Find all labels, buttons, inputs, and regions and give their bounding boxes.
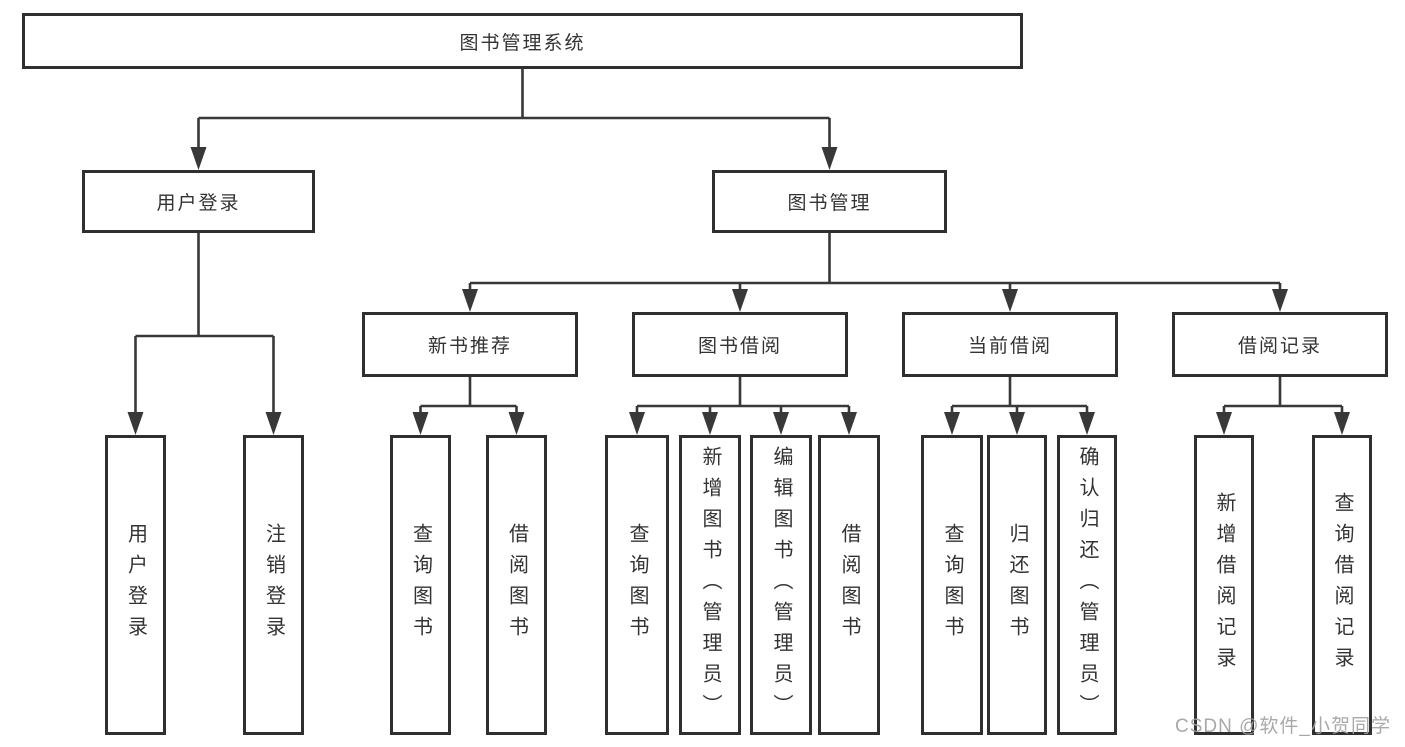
node-label: 新书推荐 — [427, 336, 512, 357]
leaf-borrowing-query-books: 查询图书 — [605, 435, 669, 735]
leaf-user-login: 用户登录 — [105, 435, 166, 735]
arrowhead-icon — [1272, 289, 1288, 312]
leaf-label: 注销登录 — [262, 523, 285, 647]
node-book-management-module: 图书管理 — [712, 170, 947, 233]
arrowhead-icon — [462, 289, 478, 312]
arrowhead-icon — [265, 412, 282, 435]
node-label: 借阅记录 — [1237, 336, 1322, 357]
node-book-borrowing: 图书借阅 — [632, 312, 848, 377]
node-borrow-records: 借阅记录 — [1172, 312, 1388, 377]
arrowhead-icon — [773, 412, 789, 435]
arrowhead-icon — [1002, 289, 1018, 312]
connector-arrowheads — [127, 147, 1350, 435]
leaf-label: 新增借阅记录 — [1213, 492, 1235, 678]
arrowhead-icon — [1334, 412, 1350, 435]
arrowhead-icon — [1079, 412, 1095, 435]
node-library-management-system: 图书管理系统 — [22, 13, 1023, 69]
leaf-return-books: 归还图书 — [987, 435, 1047, 735]
leaf-label: 新增图书（管理员） — [699, 445, 721, 725]
arrowhead-icon — [732, 289, 748, 312]
arrowhead-icon — [412, 412, 429, 435]
node-label: 当前借阅 — [967, 336, 1052, 357]
node-label: 图书借阅 — [697, 336, 782, 357]
node-user-login-module: 用户登录 — [82, 170, 315, 233]
node-current-borrowing: 当前借阅 — [902, 312, 1118, 377]
leaf-label: 编辑图书（管理员） — [770, 445, 792, 725]
leaf-label: 查询图书 — [409, 523, 432, 647]
arrowhead-icon — [702, 412, 718, 435]
leaf-label: 借阅图书 — [838, 523, 860, 647]
leaf-edit-books-admin: 编辑图书（管理员） — [750, 435, 812, 735]
arrowhead-icon — [508, 412, 525, 435]
leaf-label: 确认归还（管理员） — [1076, 445, 1098, 725]
leaf-label: 查询借阅记录 — [1331, 492, 1353, 678]
arrowhead-icon — [821, 147, 838, 170]
leaf-logout: 注销登录 — [243, 435, 304, 735]
leaf-label: 用户登录 — [124, 523, 147, 647]
leaf-recommend-borrow-books: 借阅图书 — [486, 435, 547, 735]
node-new-book-recommend: 新书推荐 — [362, 312, 578, 377]
leaf-label: 归还图书 — [1006, 523, 1028, 647]
leaf-label: 查询图书 — [626, 523, 648, 647]
leaf-label: 借阅图书 — [505, 523, 528, 647]
leaf-add-borrow-record: 新增借阅记录 — [1194, 435, 1254, 735]
leaf-recommend-query-books: 查询图书 — [390, 435, 451, 735]
node-label: 图书管理系统 — [459, 32, 586, 54]
node-label: 用户登录 — [156, 193, 241, 214]
node-label: 图书管理 — [787, 193, 872, 214]
leaf-query-borrow-record: 查询借阅记录 — [1312, 435, 1372, 735]
arrowhead-icon — [841, 412, 857, 435]
leaf-label: 查询图书 — [941, 523, 963, 647]
arrowhead-icon — [629, 412, 645, 435]
leaf-current-query-books: 查询图书 — [921, 435, 983, 735]
arrowhead-icon — [190, 147, 207, 170]
arrowhead-icon — [944, 412, 960, 435]
leaf-confirm-return-admin: 确认归还（管理员） — [1057, 435, 1117, 735]
arrowhead-icon — [1216, 412, 1232, 435]
arrowhead-icon — [127, 412, 144, 435]
leaf-borrowing-borrow-books: 借阅图书 — [818, 435, 880, 735]
csdn-watermark: CSDN @软件_小贺同学 — [1175, 716, 1391, 737]
connector-lines — [134, 68, 1344, 416]
leaf-add-books-admin: 新增图书（管理员） — [679, 435, 741, 735]
arrowhead-icon — [1009, 412, 1025, 435]
